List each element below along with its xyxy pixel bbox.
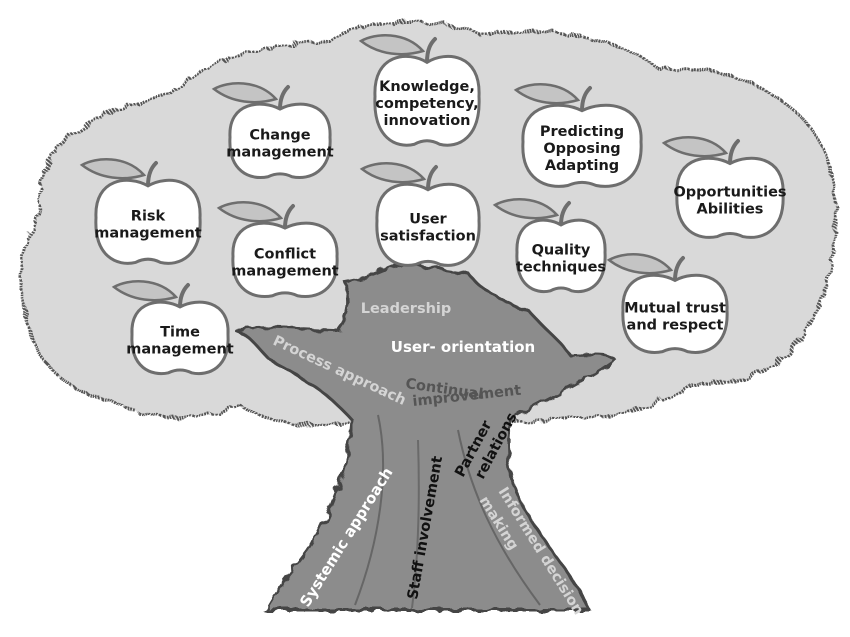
apple-label: satisfaction xyxy=(380,229,476,245)
apple-stem xyxy=(283,204,295,231)
apple-stem xyxy=(426,165,438,192)
apple-label: innovation xyxy=(384,113,471,129)
apple-icon xyxy=(675,156,785,239)
apple-label: Predicting xyxy=(540,124,624,140)
bark-line xyxy=(457,429,541,606)
leaf-icon xyxy=(211,82,279,104)
leaf-icon xyxy=(513,83,581,105)
apple-label: Conflict xyxy=(254,247,316,263)
apple-stem xyxy=(146,161,158,188)
apple-icon xyxy=(94,178,202,265)
apples: Knowledge,competency,innovationChangeman… xyxy=(79,34,787,376)
apple-label: management xyxy=(94,226,201,242)
apple-label: Abilities xyxy=(697,202,764,218)
apple-stem xyxy=(559,201,571,227)
apple-label: and respect xyxy=(627,318,724,334)
apple-stem xyxy=(278,85,290,112)
apple-label: competency, xyxy=(375,96,478,112)
apple-label: Mutual trust xyxy=(624,301,726,317)
leaf-icon xyxy=(111,280,179,302)
apple-icon xyxy=(521,103,643,188)
apple-label: management xyxy=(226,145,333,161)
leaf-icon xyxy=(358,34,426,56)
trunk xyxy=(234,260,618,612)
apple-label: Change xyxy=(249,128,310,144)
trunk-label-leadership: Leadership xyxy=(361,301,452,317)
trunk-label-user-orientation: User- orientation xyxy=(391,338,535,356)
apple-stem xyxy=(178,283,190,309)
apple-label: Opportunities xyxy=(673,185,786,201)
apple-label: Opposing xyxy=(543,141,620,157)
apple-label: Quality xyxy=(532,243,591,259)
apple-stem xyxy=(673,256,685,283)
leaf-icon xyxy=(492,198,560,220)
leaf-icon xyxy=(606,253,674,275)
apple-stem xyxy=(728,139,740,166)
apple-icon xyxy=(515,218,607,294)
apple-label: management xyxy=(126,342,233,358)
apple-label: management xyxy=(231,264,338,280)
apple-label: Time xyxy=(160,325,200,341)
leaf-icon xyxy=(661,136,729,158)
apple-label: techniques xyxy=(516,260,606,276)
apple-knowledge: Knowledge,competency,innovation xyxy=(358,34,481,147)
apple-label: Knowledge, xyxy=(379,79,475,95)
leaf-icon xyxy=(216,201,284,223)
bark-line xyxy=(354,414,385,606)
apple-label: Risk xyxy=(131,209,166,225)
apple-icon xyxy=(231,221,339,298)
apple-icon xyxy=(621,273,729,354)
apple-stem xyxy=(580,86,592,113)
apple-icon xyxy=(130,300,230,376)
apple-stem xyxy=(425,37,437,65)
leaf-icon xyxy=(359,162,427,184)
bark-line xyxy=(411,439,420,609)
apple-label: Adapting xyxy=(545,158,619,174)
apple-icon xyxy=(373,55,481,147)
apple-icon xyxy=(228,102,332,179)
leaf-icon xyxy=(79,158,147,180)
apple-icon xyxy=(375,182,481,267)
apple-label: User xyxy=(409,212,447,228)
